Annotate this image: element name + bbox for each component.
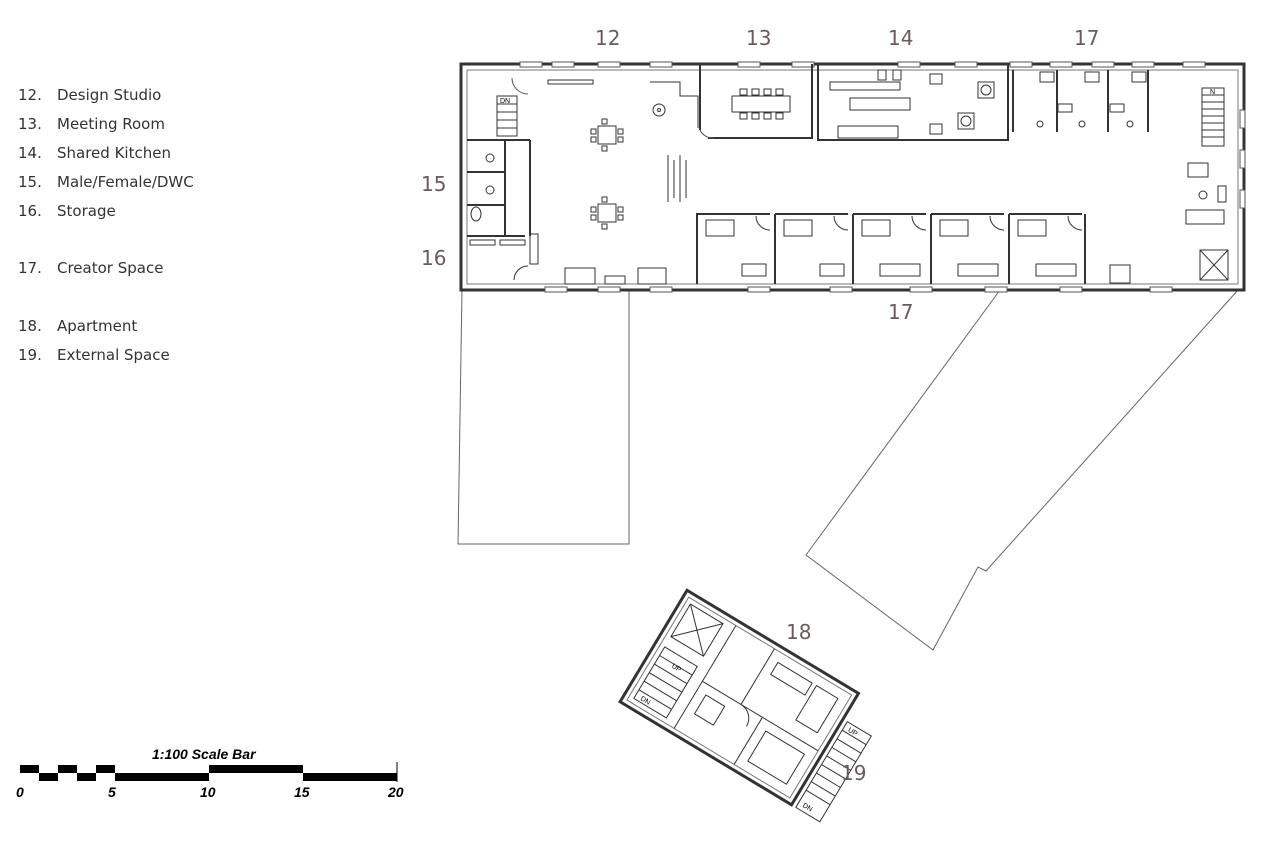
main-building: DN [459,61,1246,293]
scale-tick-5: 5 [108,784,116,800]
room-label-12: 12 [595,26,620,50]
legend-number: 17. [18,259,42,277]
legend-item: 13. Meeting Room [18,115,165,133]
legend-label: Shared Kitchen [57,144,171,162]
ext-stair-dn-label: DN [801,802,813,813]
legend-item: 18. Apartment [18,317,137,335]
room-label-16: 16 [421,246,446,270]
legend-number: 13. [18,115,42,133]
legend-number: 15. [18,173,42,191]
room-label-19: 19 [841,761,866,785]
legend-item: 15. Male/Female/DWC [18,173,194,191]
room-label-17-bottom: 17 [888,300,913,324]
room-label-18: 18 [786,620,811,644]
legend-item: 17. Creator Space [18,259,163,277]
legend-label: Storage [57,202,116,220]
studio-furniture [529,79,699,285]
legend-label: Meeting Room [57,115,165,133]
room-label-14: 14 [888,26,913,50]
scale-tick-15: 15 [294,784,310,800]
apartment-plan: UP DN UP DN [618,588,873,823]
legend-label: Male/Female/DWC [57,173,194,191]
legend-number: 18. [18,317,42,335]
scale-bar-title: 1:100 Scale Bar [152,746,257,762]
ext-stair-up-label: UP [846,727,858,738]
scale-bar: 1:100 Scale Bar 0 5 10 15 20 [16,746,404,800]
scale-tick-20: 20 [387,784,404,800]
room-label-13: 13 [746,26,771,50]
room-label-15: 15 [421,172,446,196]
legend-label: External Space [57,346,170,364]
legend-label: Apartment [57,317,138,335]
stair-dn-label: DN [500,98,510,105]
legend-item: 19. External Space [18,346,170,364]
legend-label: Creator Space [57,259,164,277]
legend-item: 16. Storage [18,202,116,220]
scale-tick-0: 0 [16,784,24,800]
scale-tick-10: 10 [200,784,216,800]
external-space-outlines [457,289,1239,651]
apt-stair-up-label: UP [670,663,682,674]
legend-number: 14. [18,144,42,162]
legend-item: 12. Design Studio [18,86,161,104]
room-label-17-top: 17 [1074,26,1099,50]
legend-number: 16. [18,202,42,220]
legend-number: 12. [18,86,42,104]
apt-stair-dn-label: DN [639,695,651,706]
legend-number: 19. [18,346,42,364]
legend-label: Design Studio [57,86,162,104]
legend-item: 14. Shared Kitchen [18,144,171,162]
stair-n-label: N [1210,89,1215,96]
